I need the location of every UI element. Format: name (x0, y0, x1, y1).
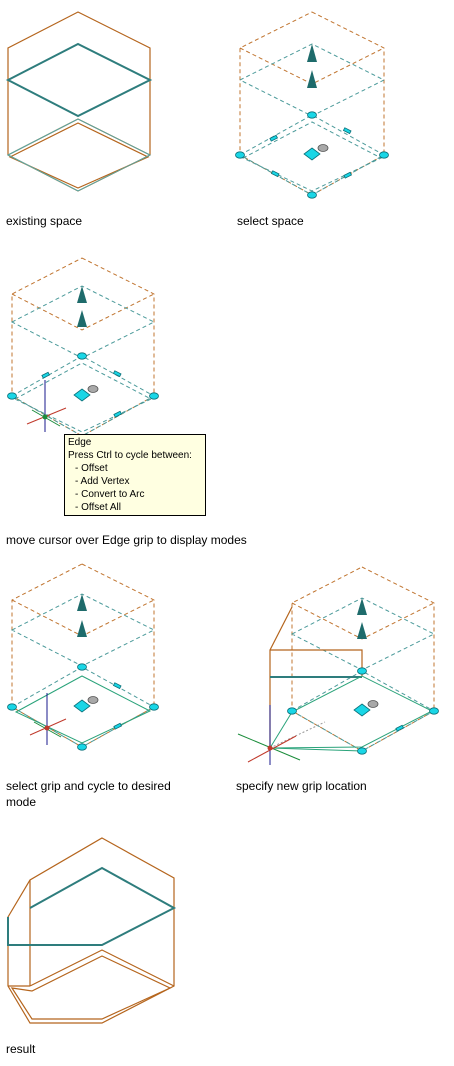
vertex-grip-icon (77, 352, 87, 360)
vertex-grip-icon (149, 703, 159, 711)
cursor-crosshair-icon (237, 705, 301, 765)
location-grip-icon (73, 388, 91, 402)
edge-grip-icon (112, 682, 122, 690)
rotation-grip-icon (87, 385, 99, 393)
caption-cycle-line-1: select grip and cycle to desired (6, 779, 171, 793)
vertex-grip-icon (287, 707, 297, 715)
height-grip-icon (307, 70, 317, 88)
location-grip-icon (303, 147, 321, 161)
edge-grip-tooltip: Edge Press Ctrl to cycle between: - Offs… (64, 434, 206, 516)
height-grip-icon (357, 598, 367, 615)
rotation-grip-icon (87, 696, 99, 704)
edge-grip-icon (270, 170, 280, 178)
height-grip-icon (357, 622, 367, 639)
edge-grip-icon (342, 127, 352, 135)
edge-grip-icon (343, 171, 353, 179)
edge-grip-icon (113, 722, 123, 730)
edge-grip-icon (113, 410, 123, 418)
location-grip-icon (353, 703, 371, 717)
vertex-grip-icon (379, 151, 389, 159)
tooltip-option-convert-to-arc: - Convert to Arc (75, 489, 145, 500)
caption-specify-location: specify new grip location (236, 779, 367, 793)
vertex-grip-icon (307, 111, 317, 119)
vertex-grip-icon (235, 151, 245, 159)
caption-result: result (6, 1042, 36, 1056)
height-grip-icon (77, 286, 87, 303)
tooltip-option-offset: - Offset (75, 463, 108, 474)
vertex-grip-icon (307, 191, 317, 199)
height-grip-icon (77, 310, 87, 327)
vertex-grip-icon (7, 703, 17, 711)
vertex-grip-icon (357, 667, 367, 675)
height-grip-icon (77, 594, 87, 611)
vertex-grip-icon (149, 392, 159, 400)
edge-grip-icon (112, 370, 122, 378)
rotation-grip-icon (317, 144, 329, 152)
cursor-crosshair-icon (29, 693, 67, 745)
rotation-grip-icon (367, 700, 379, 708)
edge-grip-icon (269, 134, 279, 142)
caption-move-cursor: move cursor over Edge grip to display mo… (6, 533, 247, 547)
caption-select-space: select space (237, 214, 304, 228)
tooltip-subtitle: Press Ctrl to cycle between: (68, 450, 192, 461)
cursor-crosshair-icon (26, 380, 67, 432)
height-grip-icon (77, 620, 87, 637)
tooltip-option-offset-all: - Offset All (75, 502, 121, 513)
height-grip-icon (307, 44, 317, 62)
tooltip-title: Edge (68, 437, 92, 448)
vertex-grip-icon (7, 392, 17, 400)
edge-grip-icon (41, 371, 51, 379)
location-grip-icon (73, 699, 91, 713)
vertex-grip-icon (77, 663, 87, 671)
edge-grip-icon (395, 724, 405, 732)
tooltip-option-add-vertex: - Add Vertex (75, 476, 130, 487)
vertex-grip-icon (77, 743, 87, 751)
vertex-grip-icon (357, 747, 367, 755)
caption-cycle-line-2: mode (6, 795, 37, 809)
vertex-grip-icon (429, 707, 439, 715)
caption-existing-space: existing space (6, 214, 83, 228)
